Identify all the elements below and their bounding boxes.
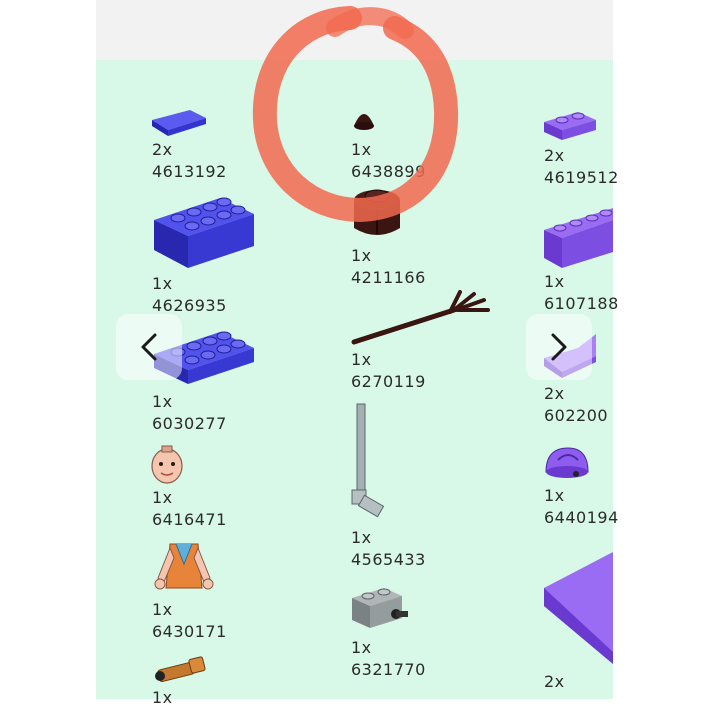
part-id: 6430171	[152, 622, 227, 641]
part-qty: 1x	[351, 140, 372, 159]
part-id: 6416471	[152, 510, 227, 529]
part-qty: 1x	[152, 688, 173, 707]
part-qty: 2x	[544, 672, 565, 691]
part-qty: 1x	[544, 486, 565, 505]
part-id: 4565433	[351, 550, 426, 569]
part-qty: 1x	[152, 600, 173, 619]
part-qty: 2x	[544, 146, 565, 165]
next-button[interactable]	[526, 314, 592, 380]
part-id: 4626935	[152, 296, 227, 315]
part-qty: 1x	[351, 638, 372, 657]
parts-list-screen: 2x 4613192 1x 4626935 1x 6030277 1x 6416…	[96, 0, 618, 707]
part-image-4211166	[354, 189, 400, 235]
part-qty: 1x	[152, 488, 173, 507]
part-qty: 1x	[351, 246, 372, 265]
part-id: 602200	[544, 406, 609, 425]
part-image-4619512	[544, 112, 596, 140]
part-id: 6107188	[544, 294, 619, 313]
part-image-6438899	[354, 114, 374, 130]
part-qty: 2x	[152, 140, 173, 159]
part-qty: 2x	[544, 384, 565, 403]
part-image-4565433	[351, 403, 385, 518]
part-image-6430171	[154, 543, 214, 590]
chevron-left-icon	[141, 333, 157, 361]
part-id: 6438899	[351, 162, 426, 181]
part-image-6321770	[352, 588, 408, 628]
part-qty: 1x	[152, 392, 173, 411]
part-image-6270119	[351, 290, 490, 345]
part-id: 6030277	[152, 414, 227, 433]
prev-button[interactable]	[116, 314, 182, 380]
part-qty: 1x	[544, 272, 565, 291]
part-qty: 1x	[152, 274, 173, 293]
part-id: 6270119	[351, 372, 426, 391]
part-image-large-slope	[544, 552, 613, 664]
part-image-6030277	[154, 331, 254, 384]
top-bar	[96, 0, 613, 60]
part-qty: 1x	[351, 350, 372, 369]
part-image-6416471	[151, 445, 183, 484]
part-image-telescope	[155, 656, 206, 683]
part-image-4626935	[154, 197, 254, 268]
part-id: 4211166	[351, 268, 426, 287]
part-id: 4619512	[544, 168, 619, 187]
part-image-6440194	[545, 447, 589, 478]
part-id: 6440194	[544, 508, 619, 527]
part-id: 4613192	[152, 162, 227, 181]
part-image-6107188	[544, 208, 613, 268]
part-qty: 1x	[351, 528, 372, 547]
part-id: 6321770	[351, 660, 426, 679]
chevron-right-icon	[551, 333, 567, 361]
part-image-4613192	[152, 110, 206, 136]
